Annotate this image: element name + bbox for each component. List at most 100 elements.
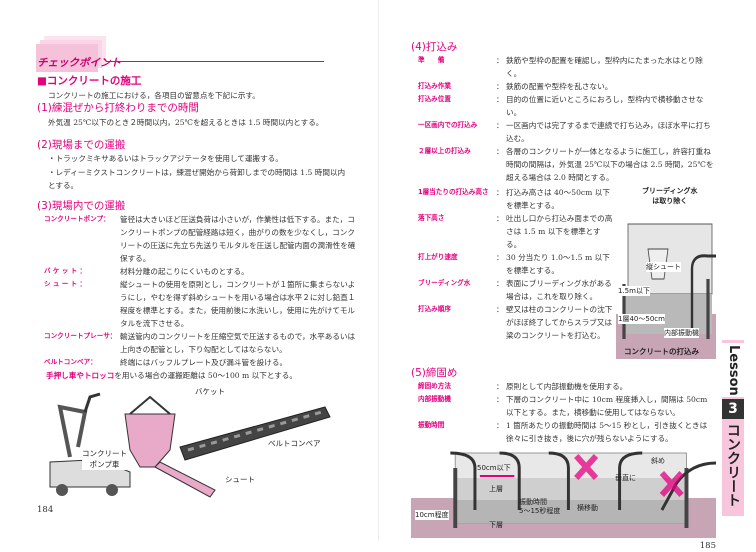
s3-last: 手押し車やトロッコを用いる場合の運搬距離は 50〜100 m 以下とする。 bbox=[46, 370, 297, 380]
title-rule bbox=[106, 61, 324, 62]
item-row: 締固め方法：原則として内部振動機を使用する。 bbox=[418, 380, 716, 393]
depth-label: 10cm程度 bbox=[415, 510, 449, 520]
section-title: ■コンクリートの施工 bbox=[37, 75, 142, 87]
lower-layer-label: 下層 bbox=[489, 521, 503, 529]
colon: ： bbox=[496, 421, 504, 430]
item-label: コンクリートプレーサ： bbox=[44, 331, 117, 340]
compaction-figure-block: 50cm以下 上層 下層 10cm程度 振動時間 5〜15秒程度 横移動 垂直に… bbox=[411, 448, 716, 540]
page-number-left: 184 bbox=[37, 505, 54, 515]
item-label: 振動時間 bbox=[418, 421, 445, 429]
item-text: 縦シュートの使用を原則とし，コンクリートが１箇所に集まらないようにし，やむを得ず… bbox=[120, 279, 356, 328]
s3-title: (3)現場内での運搬 bbox=[37, 199, 126, 212]
item-row: 1層当たりの打込み高さ：打込み高さは 40〜50cm 以下を標準とする。 bbox=[418, 186, 616, 212]
lesson-title: コンクリート bbox=[725, 423, 741, 507]
colon: ： bbox=[496, 395, 504, 404]
spacing-label: 50cm以下 bbox=[477, 464, 511, 472]
prohibited-x-icon bbox=[574, 453, 684, 498]
item-label: 打上がり速度 bbox=[418, 253, 458, 261]
s5-items: 締固め方法：原則として内部振動機を使用する。内部振動機：下層のコンクリート中に … bbox=[418, 380, 716, 445]
page-number-right: 185 bbox=[699, 541, 716, 551]
item-text: 下層のコンクリート中に 10cm 程度挿入し，間隔は 50cm 以下とする。また… bbox=[506, 395, 708, 417]
item-row: 一区画内での打込み ：一区画内では完了するまで連続で打ち込み，ほぼ水平に打ち込む。 bbox=[418, 119, 716, 145]
item-text: 材料分離の起こりにくいものとする。 bbox=[120, 266, 249, 276]
belt-conveyor-icon bbox=[179, 406, 331, 461]
item-label: 打込み位置 bbox=[418, 95, 451, 103]
item-label: 1層当たりの打込み高さ bbox=[418, 188, 489, 196]
item-label: 打込み順序 bbox=[418, 305, 451, 313]
item-row: 内部振動機：下層のコンクリート中に 10cm 程度挿入し，間隔は 50cm 以下… bbox=[418, 393, 716, 419]
item-row: ２層以上の打込み：各層のコンクリートが一体となるように施工し，許容打重ね時間の間… bbox=[418, 145, 716, 184]
item-row: 打込み作業 ：鉄筋の配置や型枠を乱さない。 bbox=[418, 80, 716, 93]
item-text: 表面にブリーディング水がある場合は，これを取り除く。 bbox=[506, 279, 612, 301]
item-row: ブリーディング水：表面にブリーディング水がある場合は，これを取り除く。 bbox=[418, 277, 616, 303]
pouring-figure-block: ブリーディング水 は取り除く 縦シュート 1.5m以下 1層40〜50cm 内部… bbox=[616, 186, 716, 364]
item-row: バ ケ ッ ト ： 材料分離の起こりにくいものとする。 bbox=[44, 265, 357, 278]
checkpoint-badge bbox=[36, 44, 98, 72]
colon: ： bbox=[496, 121, 504, 130]
s5-title: (5)締固め bbox=[411, 367, 458, 379]
item-label: 一区画内での打込み bbox=[418, 121, 478, 129]
s1-text: 外気温 25℃以下のとき２時間以内，25℃を超えるときは 1.5 時間以内とする… bbox=[48, 118, 324, 127]
item-row: コンクリートプレーサ：輸送管内のコンクリートを圧縮空気で圧送するもので，水平ある… bbox=[44, 330, 357, 356]
s2-bullet: ・トラックミキサあるいはトラックアジテータを使用して運搬する。 bbox=[48, 154, 283, 163]
item-text: 30 分当たり 1.0〜1.5 m 以下を標準とする。 bbox=[506, 253, 610, 275]
page-gutter bbox=[378, 0, 379, 541]
s4-items-lower: 1層当たりの打込み高さ：打込み高さは 40〜50cm 以下を標準とする。落下高さ… bbox=[418, 186, 616, 364]
colon: ： bbox=[496, 253, 504, 262]
checkpoint-title: チェックポイント bbox=[37, 57, 121, 69]
vibrator-label: 内部振動機 bbox=[664, 328, 699, 338]
transport-illustration bbox=[49, 392, 331, 498]
item-label: ベルトコンベア： bbox=[44, 357, 97, 366]
item-text: 管径は大きいほど圧送負荷は小さいが，作業性は低下する。また，コンクリートポンプの… bbox=[120, 214, 356, 263]
left-flow: (2)現場までの運搬 ・トラックミキサあるいはトラックアジテータを使用して運搬す… bbox=[37, 138, 357, 516]
lesson-number: 3 bbox=[722, 399, 744, 419]
upper-layer-label: 上層 bbox=[489, 485, 503, 493]
item-text: 吐出し口から打込み面までの高さは 1.5 m 以下を標準とする。 bbox=[506, 214, 613, 249]
colon: ： bbox=[496, 95, 504, 104]
figure-caption: コンクリートの打込み bbox=[624, 347, 699, 356]
colon: ： bbox=[496, 56, 504, 65]
colon: ： bbox=[496, 214, 504, 223]
s2-bullet: ・レディーミクストコンクリートは，練混ぜ開始から荷卸しまでの時間は 1.5 時間… bbox=[48, 167, 346, 191]
conveyor-label: ベルトコンベア bbox=[268, 438, 321, 449]
item-label: 締固め方法 bbox=[418, 382, 451, 390]
item-label: 打込み作業 bbox=[418, 82, 451, 90]
s4-title: (4)打込み bbox=[411, 41, 458, 53]
item-text: 鉄筋や型枠の配置を確認し，型枠内にたまった水はとり除く。 bbox=[506, 56, 703, 78]
item-text: 終端にはバッフルプレート及び漏斗管を設ける。 bbox=[120, 357, 288, 367]
colon: ： bbox=[496, 279, 504, 288]
colon: ： bbox=[496, 305, 504, 314]
bucket-label: バケット bbox=[195, 387, 225, 396]
s4-lower: 1層当たりの打込み高さ：打込み高さは 40〜50cm 以下を標準とする。落下高さ… bbox=[411, 186, 716, 364]
item-text: 打込み高さは 40〜50cm 以下を標準とする。 bbox=[506, 188, 610, 210]
transport-illustration-block: バケット コンクリート ポンプ車 シュート ベルトコンベア bbox=[30, 386, 357, 504]
item-label: 準 備 bbox=[418, 56, 445, 64]
item-text: 壁又は柱のコンクリートの沈下がほぼ終了してからスラブ又は梁のコンクリートを打込む… bbox=[506, 305, 613, 340]
item-row: 打上がり速度 ：30 分当たり 1.0〜1.5 m 以下を標準とする。 bbox=[418, 251, 616, 277]
item-label: バ ケ ッ ト ： bbox=[44, 266, 87, 275]
item-text: 1 箇所あたりの振動時間は 5〜15 秒とし，引き抜くときは徐々に引き抜き，後に… bbox=[506, 421, 708, 443]
item-text: 原則として内部振動機を使用する。 bbox=[506, 382, 628, 391]
item-row: 打込み順序 ：壁又は柱のコンクリートの沈下がほぼ終了してからスラブ又は梁のコンクリ… bbox=[418, 303, 616, 342]
drop-height-label: 1.5m以下 bbox=[618, 286, 650, 296]
item-row: 落下高さ ：吐出し口から打込み面までの高さは 1.5 m 以下を標準とする。 bbox=[418, 212, 616, 251]
item-label: シ ュ ー ト ： bbox=[44, 279, 87, 288]
lesson-label: Lesson bbox=[722, 343, 744, 397]
s2-title: (2)現場までの運搬 bbox=[37, 139, 126, 151]
bleeding-label: ブリーディング水 は取り除く bbox=[642, 187, 698, 205]
chute-label: シュート bbox=[225, 474, 255, 485]
compaction-figure bbox=[411, 451, 716, 538]
colon: ： bbox=[496, 82, 504, 91]
bucket-icon bbox=[124, 395, 216, 498]
s1-title: (1)練混ぜから打終わりまでの時間 bbox=[37, 102, 199, 114]
chute-label: 縦シュート bbox=[646, 262, 681, 272]
item-row: 振動時間 ：1 箇所あたりの振動時間は 5〜15 秒とし，引き抜くときは徐々に引き… bbox=[418, 419, 716, 445]
s4-items: 準 備：鉄筋や型枠の配置を確認し，型枠内にたまった水はとり除く。打込み作業：鉄筋… bbox=[418, 54, 716, 184]
item-text: 一区画内では完了するまで連続で打ち込み，ほぼ水平に打ち込む。 bbox=[506, 121, 711, 143]
right-flow: (4)打込み 準 備：鉄筋や型枠の配置を確認し，型枠内にたまった水はとり除く。打… bbox=[411, 40, 716, 552]
item-text: 各層のコンクリートが一体となるように施工し，許容打重ね時間の間隔は，外気温 25… bbox=[506, 147, 714, 182]
item-label: ２層以上の打込み bbox=[418, 147, 471, 155]
item-label: 落下高さ bbox=[418, 214, 445, 222]
item-text: 鉄筋の配置や型枠を乱さない。 bbox=[506, 82, 613, 91]
oblique-label: 斜め bbox=[651, 457, 665, 465]
